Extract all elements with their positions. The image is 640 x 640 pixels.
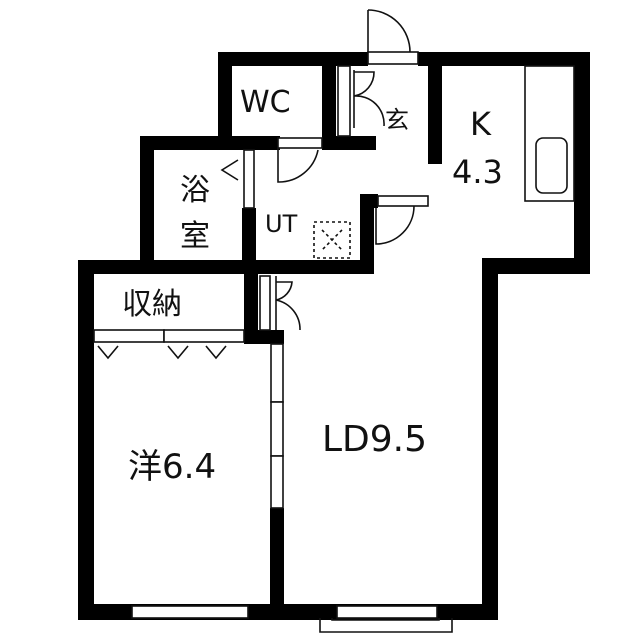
- room-label-living-dining: LD9.5: [322, 419, 428, 460]
- walls: [78, 52, 590, 620]
- room-label-western-room: 洋6.4: [128, 447, 217, 487]
- room-label-utility: UT: [265, 210, 298, 238]
- room-label-wc: WC: [240, 85, 291, 120]
- room-label-bath-1: 浴: [180, 173, 210, 208]
- room-label-entrance: 玄: [385, 106, 409, 134]
- fixtures-lines: [93, 9, 575, 633]
- room-label-storage: 収納: [122, 287, 182, 322]
- room-size-kitchen: 4.3: [452, 153, 503, 191]
- room-label-bath-2: 室: [180, 219, 210, 254]
- room-label-kitchen: K: [470, 105, 491, 143]
